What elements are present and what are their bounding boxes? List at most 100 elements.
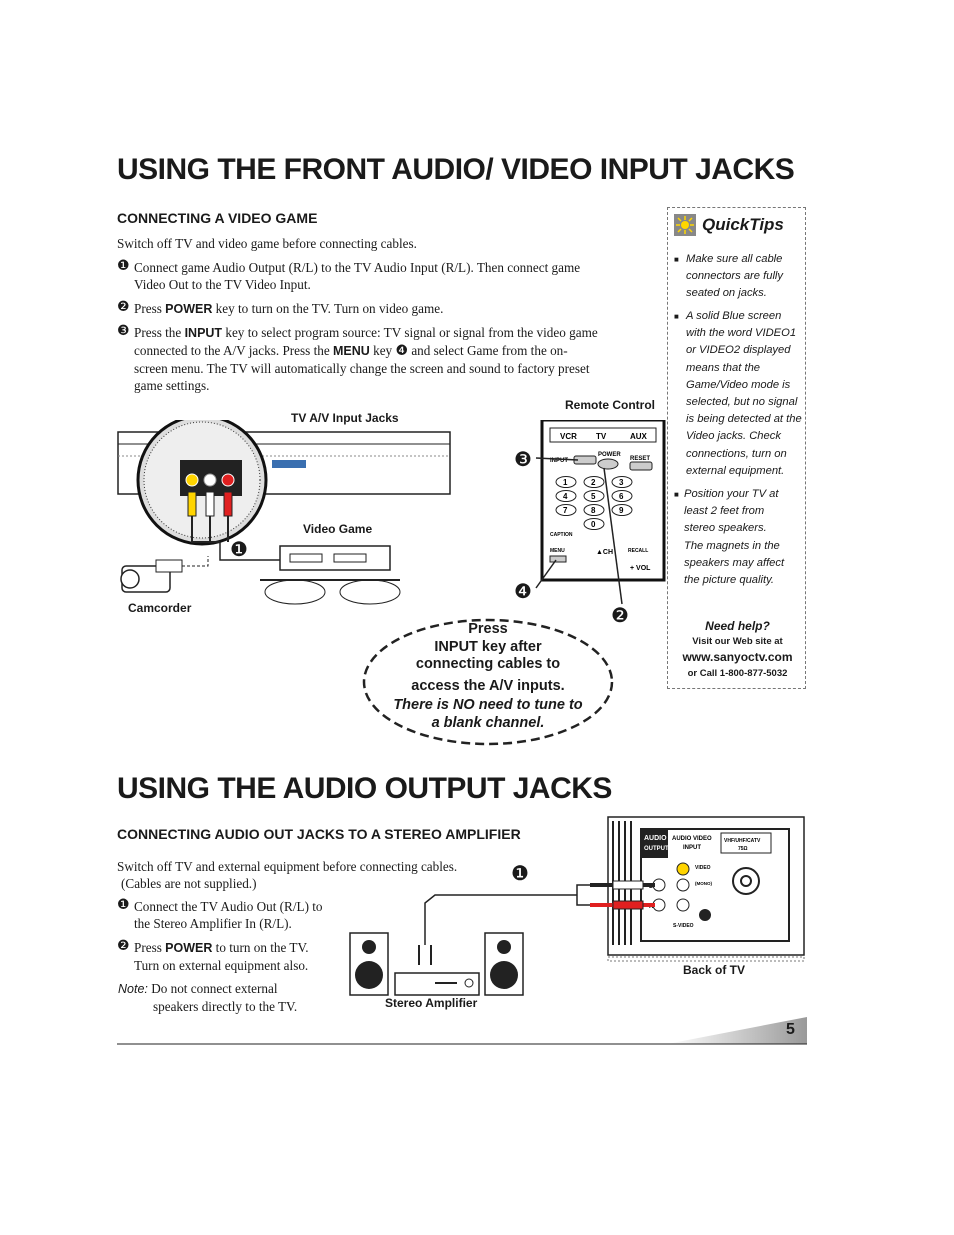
- section2-intro: Switch off TV and external equipment bef…: [117, 858, 497, 892]
- remote-key-button: [555, 504, 577, 516]
- step-text: Press: [134, 940, 166, 955]
- remote-key-button: [555, 476, 577, 488]
- panel-video-label: VIDEO: [695, 865, 711, 871]
- remote-input-label: INPUT: [550, 458, 568, 464]
- remote-key-button: [583, 504, 605, 516]
- bubble-line: Press: [468, 621, 508, 637]
- panel-svideo-label: S-VIDEO: [673, 923, 694, 929]
- note-label: Note:: [118, 982, 148, 996]
- panel-vhf-label: VHF/UHF/CATV: [724, 838, 761, 844]
- subtitle-connecting-audio-out: CONNECTING AUDIO OUT JACKS TO A STEREO A…: [117, 826, 521, 842]
- panel-input-label: INPUT: [683, 845, 701, 851]
- quicktips-lightbulb-icon: [674, 214, 696, 236]
- remote-key-label: 7: [563, 506, 568, 515]
- remote-key-button: [611, 476, 633, 488]
- help-url-link[interactable]: www.sanyoctv.com: [682, 650, 793, 664]
- section2-note: Note: Do not connect external speakers d…: [118, 980, 358, 1015]
- remote-power-label: POWER: [598, 452, 621, 458]
- remote-key-button: [555, 490, 577, 502]
- intro-text: Switch off TV and external equipment bef…: [117, 859, 458, 874]
- bubble-line: There is NO need to tune to: [393, 697, 583, 713]
- stereo-amplifier-illustration: [349, 932, 524, 996]
- need-help-title: Need help?: [705, 619, 770, 633]
- step-text: Connect the TV Audio Out (R/L) to: [134, 899, 323, 914]
- bubble-line: a blank channel.: [431, 714, 545, 731]
- bullet-icon: ■: [674, 312, 679, 321]
- subtitle-connecting-video-game: CONNECTING A VIDEO GAME: [117, 210, 318, 226]
- step-number: ❶: [117, 897, 130, 913]
- step-text: game settings.: [134, 378, 210, 393]
- callout-1: ❶: [230, 539, 248, 561]
- step-text: Connect game Audio Output (R/L) to the T…: [134, 260, 581, 275]
- step-number: ❶: [117, 258, 130, 274]
- remote-key-label: 4: [563, 492, 568, 501]
- remote-ch-label: ▲CH: [596, 549, 613, 556]
- remote-key-label: 5: [591, 492, 596, 501]
- step-text: Turn on external equipment also.: [134, 958, 309, 973]
- section-title-front-av: USING THE FRONT AUDIO/ VIDEO INPUT JACKS: [117, 153, 795, 186]
- label-av-jacks: TV A/V Input Jacks: [291, 411, 399, 425]
- video-game-console-illustration: [260, 545, 401, 605]
- tip-text: Position your TV at least 2 feet from st…: [684, 488, 785, 587]
- label-remote-control: Remote Control: [565, 398, 655, 412]
- step-text: key: [369, 343, 396, 358]
- step-text: Press: [134, 301, 166, 316]
- tip-text: Make sure all cable connectors are fully…: [686, 253, 784, 300]
- remote-menu-label: MENU: [550, 548, 565, 554]
- callout-2: ❷: [611, 603, 629, 627]
- remote-key-label: 0: [591, 520, 596, 529]
- callout-number-4: ❹: [395, 343, 409, 359]
- intro-text: Switch off TV and video game before conn…: [117, 236, 417, 251]
- power-key-label: POWER: [165, 941, 213, 955]
- bubble-line: connecting cables to: [415, 656, 561, 672]
- remote-key-button: [611, 490, 633, 502]
- remote-key-label: 6: [619, 492, 624, 501]
- label-video-game: Video Game: [303, 522, 373, 536]
- panel-audio-label: AUDIO: [644, 835, 667, 842]
- remote-key-button: [583, 490, 605, 502]
- panel-mono-label: (MONO): [695, 881, 712, 886]
- step-text: Video Out to the TV Video Input.: [134, 277, 311, 292]
- back-of-tv-illustration: AUDIO OUTPUT AUDIO VIDEO INPUT VHF/UHF/C…: [607, 816, 805, 962]
- panel-75-label: 75Ω: [738, 846, 748, 852]
- step-number: ❷: [117, 938, 130, 954]
- step-number: ❷: [117, 299, 130, 315]
- section-title-audio-output: USING THE AUDIO OUTPUT JACKS: [117, 772, 612, 805]
- note-text: Do not connect external: [147, 981, 278, 996]
- step-3: ❸ Press the INPUT key to select program …: [117, 323, 674, 394]
- remote-caption-label: CAPTION: [550, 532, 573, 538]
- remote-vol-label: + VOL: [630, 565, 651, 572]
- quicktips-box: QuickTips ■Make sure all cable connector…: [667, 207, 806, 689]
- remote-key-button: [583, 518, 605, 530]
- note-text: speakers directly to the TV.: [153, 999, 298, 1014]
- tv-front-illustration: [117, 420, 451, 546]
- step-1: ❶ Connect game Audio Output (R/L) to the…: [117, 258, 674, 293]
- remote-reset-label: RESET: [630, 456, 650, 462]
- label-back-of-tv: Back of TV: [683, 963, 746, 977]
- footer-rule: [117, 1017, 807, 1045]
- callout-4: ❹: [514, 581, 532, 603]
- tip-3: ■ Position your TV at least 2 feet from s…: [674, 486, 789, 589]
- step-text: Press the: [134, 325, 185, 340]
- help-visit-text: Visit our Web site at: [692, 636, 783, 647]
- bullet-icon: ■: [674, 490, 679, 499]
- intro-text: (Cables are not supplied.): [121, 876, 257, 891]
- remote-recall-label: RECALL: [628, 548, 648, 554]
- label-stereo-amplifier: Stereo Amplifier: [385, 996, 478, 1010]
- menu-key-label: MENU: [333, 344, 370, 358]
- tip-2: ■ A solid Blue screen with the word VIDEO…: [674, 308, 802, 480]
- camcorder-illustration: [120, 556, 209, 593]
- remote-key-label: 8: [591, 506, 596, 515]
- speech-bubble-text: Press INPUT key after connecting cables …: [360, 621, 616, 732]
- step-text: key to select program source: TV signal …: [222, 325, 598, 340]
- remote-key-button: [611, 504, 633, 516]
- speech-bubble-outline: [362, 618, 614, 746]
- tip-text: A solid Blue screen with the word VIDEO1…: [686, 310, 802, 477]
- step-text: the Stereo Amplifier In (R/L).: [134, 916, 292, 931]
- remote-tv-label: TV: [596, 432, 607, 441]
- step-text: connected to the A/V jacks. Press the: [134, 343, 333, 358]
- step-text: screen menu. The TV will automatically c…: [134, 361, 590, 376]
- step-text: to turn on the TV.: [212, 940, 309, 955]
